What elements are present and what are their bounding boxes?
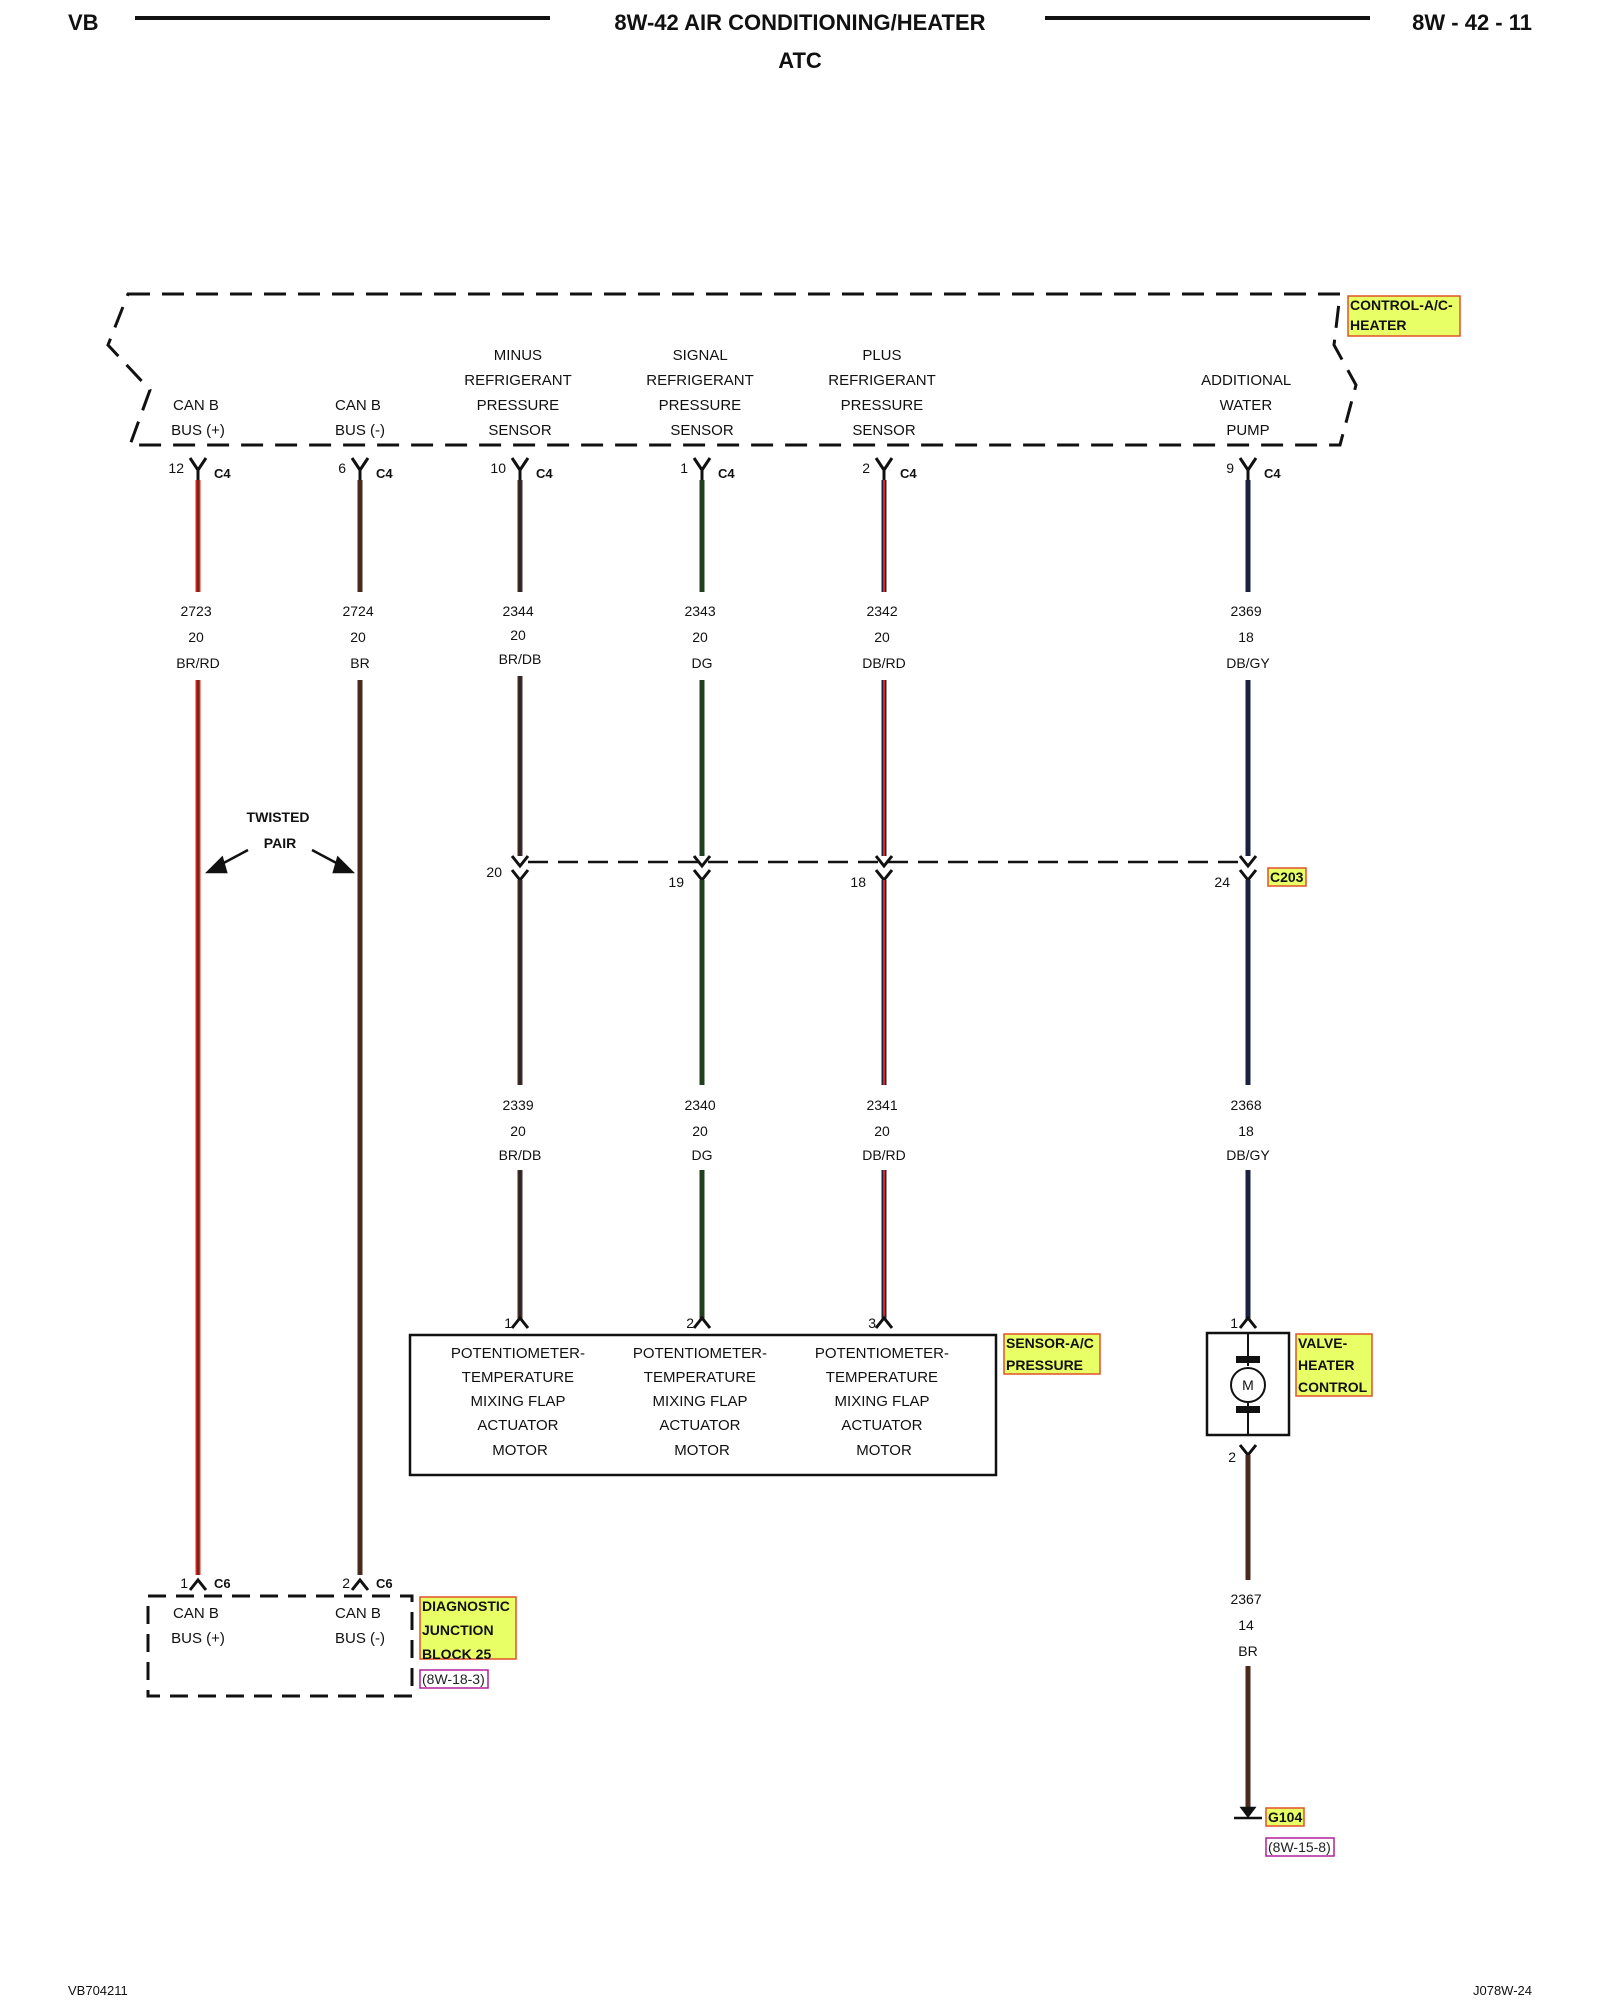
c6-conn-2: C6 — [376, 1576, 393, 1591]
footer-left: VB704211 — [68, 1983, 128, 1998]
wires-upper — [195, 480, 1251, 592]
control-module-label: CONTROL-A/C- HEATER — [1350, 297, 1457, 333]
diag-ref-box — [419, 1669, 489, 1689]
c4-pin-num-pump: 9 — [1226, 460, 1234, 476]
sensor-label: SENSOR-A/C PRESSURE — [1006, 1335, 1098, 1373]
control-module-tag-bg — [1347, 295, 1461, 337]
valve-tag-bg — [1295, 1333, 1373, 1397]
ground-icon — [1234, 1806, 1262, 1820]
wire-label-2723: 2723 20 BR/RD — [176, 603, 220, 671]
diag-label: DIAGNOSTIC JUNCTION BLOCK 25 — [422, 1598, 514, 1662]
c203-pin-pump: 24 — [1214, 874, 1230, 890]
pump-pin-label: ADDITIONAL WATER PUMP — [1201, 372, 1295, 439]
wire-label-2343: 2343 20 DG — [684, 603, 719, 671]
c6-pin-2: 2 — [342, 1575, 350, 1591]
sensor-pin-1: 1 — [504, 1315, 512, 1331]
can-neg-pin-label: CAN B BUS (-) — [335, 397, 385, 439]
c4-pin-signal — [692, 457, 712, 480]
c4-conn-pump: C4 — [1264, 466, 1281, 481]
sensor-tag-bg — [1003, 1333, 1101, 1375]
wire-label-2342: 2342 20 DB/RD — [862, 603, 906, 671]
wire-label-2340: 2340 20 DG — [684, 1097, 719, 1163]
wires-middle — [517, 676, 1251, 856]
wire-label-2369: 2369 18 DB/GY — [1226, 603, 1270, 671]
c203-pin-plus: 18 — [850, 874, 866, 890]
wire-label-2339: 2339 20 BR/DB — [499, 1097, 542, 1163]
wire-label-2724: 2724 20 BR — [342, 603, 377, 671]
diag-can-neg-label: CAN B BUS (-) — [335, 1605, 385, 1647]
valve-label: VALVE- HEATER CONTROL — [1298, 1335, 1368, 1395]
signal-pin-label: SIGNAL REFRIGERANT PRESSURE SENSOR — [646, 347, 757, 439]
c203-pins — [510, 855, 1258, 883]
sensor-pins — [510, 1315, 1258, 1329]
c4-pin-plus — [874, 457, 894, 480]
twisted-pair-arrows — [204, 848, 356, 874]
wires-bottom — [517, 1170, 1251, 1320]
can-pos-pin-label: CAN B BUS (+) — [171, 397, 225, 439]
sensor-pin-2: 2 — [686, 1315, 694, 1331]
c4-pin-num-plus: 2 — [862, 460, 870, 476]
c4-pin-num-signal: 1 — [680, 460, 688, 476]
control-module-outline — [106, 292, 1358, 447]
minus-pin-label: MINUS REFRIGERANT PRESSURE SENSOR — [464, 347, 575, 439]
c4-pin-can-neg — [350, 457, 370, 480]
sensor-box-col3: POTENTIOMETER- TEMPERATURE MIXING FLAP A… — [815, 1345, 953, 1459]
motor-icon — [1230, 1367, 1266, 1403]
ground-label: G104 — [1268, 1809, 1302, 1825]
twisted-pair-label: TWISTED PAIR — [247, 809, 314, 851]
ground-ref[interactable]: (8W-15-8) — [1268, 1839, 1331, 1855]
wire-label-2368: 2368 18 DB/GY — [1226, 1097, 1270, 1163]
valve-pin-2-chevron — [1238, 1444, 1258, 1458]
header-subtitle: ATC — [778, 48, 822, 73]
c4-pin-pump — [1238, 457, 1258, 480]
c4-connectors — [188, 457, 1258, 480]
c6-pins — [188, 1577, 370, 1591]
diag-block-outline — [146, 1594, 414, 1698]
c4-conn-signal: C4 — [718, 466, 735, 481]
c203-pin-signal: 19 — [668, 874, 684, 890]
c4-pin-minus — [510, 457, 530, 480]
sensor-box — [408, 1333, 998, 1477]
c203-tag-bg — [1267, 867, 1307, 887]
wires-lower — [517, 880, 1251, 1085]
c4-conn-can-neg: C4 — [376, 466, 393, 481]
wire-label-2367: 2367 14 BR — [1230, 1591, 1265, 1659]
c203-pin-minus: 20 — [486, 864, 502, 880]
c6-conn-1: C6 — [214, 1576, 231, 1591]
sensor-box-col1: POTENTIOMETER- TEMPERATURE MIXING FLAP A… — [451, 1345, 589, 1459]
wire-label-2341: 2341 20 DB/RD — [862, 1097, 906, 1163]
c6-pin-1: 1 — [180, 1575, 188, 1591]
plus-pin-label: PLUS REFRIGERANT PRESSURE SENSOR — [828, 347, 939, 439]
header-page: 8W - 42 - 11 — [1412, 10, 1532, 35]
footer-right: J078W-24 — [1473, 1983, 1532, 1998]
diag-can-pos-label: CAN B BUS (+) — [171, 1605, 225, 1647]
c4-pin-num-can-pos: 12 — [168, 460, 184, 476]
ground-tag-bg — [1265, 1807, 1305, 1827]
header-title: 8W-42 AIR CONDITIONING/HEATER — [614, 10, 985, 35]
c4-conn-minus: C4 — [536, 466, 553, 481]
header-left: VB — [68, 10, 99, 35]
sensor-pin-3: 3 — [868, 1315, 876, 1331]
valve-pin-2: 2 — [1228, 1449, 1236, 1465]
c4-conn-plus: C4 — [900, 466, 917, 481]
ground-ref-box — [1265, 1837, 1335, 1857]
valve-pin-1: 1 — [1230, 1315, 1238, 1331]
c4-pin-num-can-neg: 6 — [338, 460, 346, 476]
diag-tag-bg — [419, 1596, 517, 1660]
c4-pin-can-pos — [188, 457, 208, 480]
c203-label: C203 — [1270, 869, 1304, 885]
sensor-box-col2: POTENTIOMETER- TEMPERATURE MIXING FLAP A… — [633, 1345, 771, 1459]
can-wires-long — [195, 680, 363, 1575]
c4-conn-can-pos: C4 — [214, 466, 231, 481]
diag-ref[interactable]: (8W-18-3) — [422, 1671, 485, 1687]
c4-pin-num-minus: 10 — [490, 460, 506, 476]
motor-symbol: M — [1242, 1377, 1254, 1393]
wire-label-2344: 2344 20 BR/DB — [499, 603, 542, 667]
